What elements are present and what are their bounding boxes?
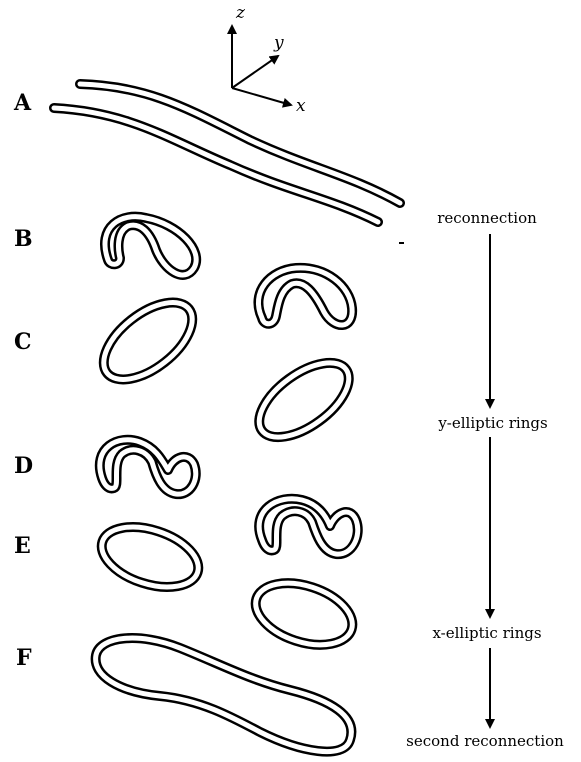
row-label-c: C xyxy=(14,329,32,355)
x-elliptic-ring-right xyxy=(248,572,360,656)
row-label-f: F xyxy=(16,645,32,671)
vortex-tube-pair xyxy=(54,84,404,243)
stage-label-second-reconnection: second reconnection xyxy=(406,732,564,750)
elongated-ring xyxy=(96,638,352,752)
row-label-b: B xyxy=(14,226,33,252)
axes-triad: z y x xyxy=(232,3,306,116)
row-label-a: A xyxy=(13,90,32,116)
vortex-tube-upper xyxy=(80,84,400,203)
y-axis-label: y xyxy=(273,33,284,53)
y-elliptic-ring-right xyxy=(247,348,362,451)
row-label-d: D xyxy=(14,453,33,479)
x-axis-label: x xyxy=(296,96,306,116)
bridged-loop-lower-right xyxy=(259,499,358,554)
y-axis-arrow xyxy=(232,56,278,88)
stage-label-reconnection: reconnection xyxy=(437,209,537,227)
z-axis-label: z xyxy=(235,3,246,23)
bridged-loop-right xyxy=(258,268,352,325)
stage-label-x-elliptic: x-elliptic rings xyxy=(432,624,541,642)
bridged-loop-left xyxy=(105,217,196,275)
row-label-e: E xyxy=(14,533,31,559)
bridged-loop-lower-left xyxy=(100,440,196,494)
x-elliptic-ring-left xyxy=(94,516,206,598)
x-axis-arrow xyxy=(232,88,291,105)
stage-label-y-elliptic: y-elliptic rings xyxy=(437,414,547,432)
y-elliptic-ring-left xyxy=(90,288,205,395)
stage-timeline: reconnection y-elliptic rings x-elliptic… xyxy=(406,209,564,750)
